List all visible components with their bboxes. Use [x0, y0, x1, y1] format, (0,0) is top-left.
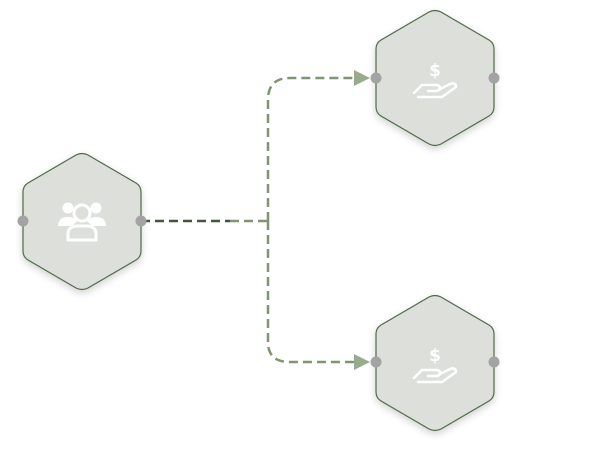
- people-group-icon: [58, 202, 106, 242]
- output-port[interactable]: [488, 356, 500, 368]
- input-port[interactable]: [370, 72, 382, 84]
- node-target-top[interactable]: $: [370, 9, 500, 147]
- output-port[interactable]: [488, 72, 500, 84]
- arrowhead-top: [354, 70, 370, 86]
- edge-to-top-target: [266, 76, 356, 221]
- node-target-bottom[interactable]: $: [370, 294, 500, 432]
- hand-holding-dollar-icon: $: [412, 61, 458, 99]
- hand-holding-dollar-icon: $: [412, 346, 458, 384]
- edge-to-bottom-target: [266, 221, 356, 364]
- output-port[interactable]: [135, 215, 147, 227]
- hexagon-shape: [375, 9, 495, 147]
- node-source[interactable]: [17, 152, 147, 291]
- arrowhead-bottom: [354, 354, 370, 370]
- hexagon-shape: [375, 294, 495, 432]
- svg-text:$: $: [429, 61, 441, 81]
- svg-text:$: $: [429, 346, 441, 366]
- edges: [141, 70, 604, 370]
- input-port[interactable]: [370, 356, 382, 368]
- input-port[interactable]: [17, 215, 29, 227]
